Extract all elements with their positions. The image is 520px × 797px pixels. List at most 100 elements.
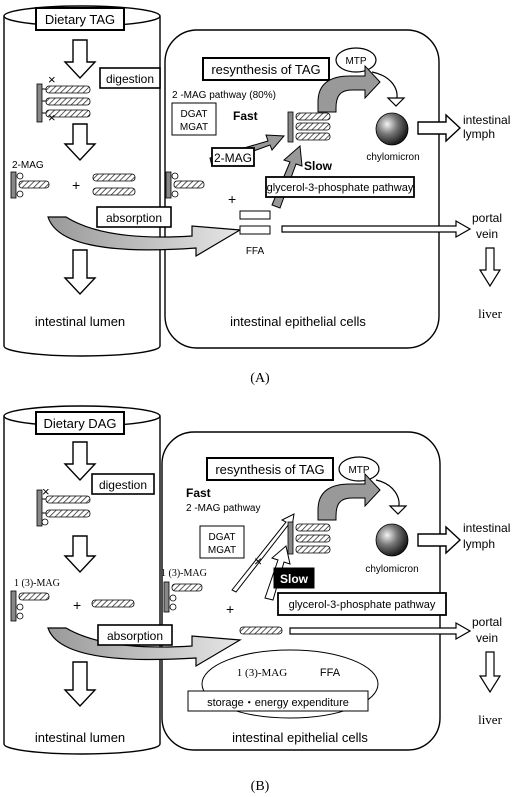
glycerol-pathway-box-b [277, 592, 447, 616]
fast-label-b: Fast [186, 486, 211, 500]
portal-arrow-b [289, 621, 472, 641]
absorption-arrow-b [47, 627, 242, 668]
mag-molecule-lumen-a [10, 171, 50, 199]
absorption-label-b: absorption [107, 629, 163, 643]
dietary-tag-box [35, 7, 125, 31]
pathway-2mag-label-a: 2 -MAG pathway (80%) [172, 90, 276, 101]
caption-a: (A) [250, 371, 270, 386]
ffa-label-a: FFA [246, 246, 265, 257]
mgat-label-a: MGAT [180, 122, 208, 133]
glycerol-pathway-box-a [265, 176, 415, 198]
mag-label-cell-b: 1 (3)-MAG [161, 568, 207, 579]
ffa-molecule-cell-b [239, 626, 283, 635]
mtp-ellipse-b [338, 456, 380, 482]
dag-molecule-lumen: × [36, 484, 91, 527]
tag-molecule-lumen: × × [36, 72, 91, 125]
mag-box-label-a: 2-MAG [214, 151, 252, 165]
lymph-label-b-2: lymph [463, 537, 495, 551]
lymph-arrow-b [417, 525, 462, 555]
dietary-dag-label: Dietary DAG [44, 416, 117, 431]
mtp-label-b: MTP [348, 465, 369, 476]
lymph-label-a-1: intestinal [463, 113, 510, 127]
panel-a: Dietary TAG × × digestion 2-MAG + [3, 5, 510, 386]
mag-molecule-lumen-b [10, 590, 50, 622]
resynthesis-label-b: resynthesis of TAG [215, 462, 324, 477]
digestion-box-a [99, 67, 161, 89]
plus-sign-cell-a: + [228, 191, 236, 207]
cleavage-mark-2: × [48, 110, 56, 125]
blocked-arrow-b [231, 513, 295, 593]
lymph-arrow-a [417, 113, 462, 143]
chylomicron-label-b: chylomicron [365, 564, 418, 575]
block-mark-b: × [254, 553, 262, 569]
chylomicron-sphere-b [375, 523, 409, 557]
mag-label-lumen-b: 1 (3)-MAG [14, 578, 60, 589]
portal-label-a-2: vein [476, 227, 498, 241]
cleavage-mark-b: × [42, 484, 50, 499]
ffa-molecule-lumen-b [91, 599, 135, 608]
portal-arrow-a [281, 219, 472, 239]
resynthesis-curved-arrow-a [317, 64, 381, 113]
digestion-box-b [91, 473, 155, 495]
liver-label-b: liver [478, 712, 502, 727]
resynthesis-box-b [206, 457, 334, 481]
down-arrow-3 [63, 249, 97, 296]
resynthesis-label-a: resynthesis of TAG [211, 62, 320, 77]
storage-box-b [187, 690, 369, 712]
mtp-arrowhead-a [386, 97, 406, 107]
mtp-label-a: MTP [345, 56, 366, 67]
liver-arrow-b [478, 651, 502, 694]
dgat-mgat-box-b [199, 525, 245, 559]
down-arrow-b-2 [63, 535, 97, 574]
caption-b: (B) [251, 779, 270, 794]
slow-label-b: Slow [280, 572, 309, 586]
absorption-box-b [97, 624, 173, 646]
absorption-box-a [96, 206, 172, 228]
down-arrow-b-1 [63, 441, 97, 482]
ffa-molecules-lumen-a [92, 173, 136, 196]
tag-molecule-cell-b [287, 521, 331, 555]
cleavage-mark-1: × [48, 72, 56, 87]
slow-box-b [273, 567, 315, 589]
tag-molecule-cell-a [287, 111, 331, 143]
dgat-label-a: DGAT [180, 109, 207, 120]
plus-sign-cell-b: + [226, 601, 234, 617]
down-arrow-2 [63, 123, 97, 162]
ffa-molecules-cell-a [239, 210, 271, 235]
mag-molecule-cell-a [165, 171, 205, 199]
ellipse-ffa-label-b: FFA [320, 667, 341, 679]
lumen-label-b: intestinal lumen [35, 730, 125, 745]
glycerol-pathway-label-a: glycerol-3-phosphate pathway [267, 182, 414, 194]
slow-label-a: Slow [304, 159, 333, 173]
mgat-label-b: MGAT [208, 545, 236, 556]
dietary-dag-box [35, 411, 125, 435]
portal-label-b-1: portal [472, 615, 502, 629]
epithelial-label-a: intestinal epithelial cells [230, 314, 366, 329]
down-arrow-1 [63, 39, 97, 80]
storage-label-b: storage・energy expenditure [207, 697, 349, 709]
fast-label-a: Fast [233, 109, 258, 123]
pathway-2mag-label-b: 2 -MAG pathway [186, 503, 260, 514]
portal-label-a-1: portal [472, 211, 502, 225]
mtp-ellipse-a [335, 47, 377, 73]
ellipse-mag-label-b: 1 (3)-MAG [237, 667, 287, 679]
mag-box-a [211, 147, 255, 167]
plus-sign-lumen-a: + [72, 177, 80, 193]
dietary-tag-label: Dietary TAG [45, 12, 115, 27]
epithelial-label-b: intestinal epithelial cells [232, 730, 368, 745]
panel-b: Dietary DAG × digestion 1 (3)-MAG + [3, 405, 510, 794]
chylomicron-label-a: chylomicron [366, 152, 419, 163]
plus-sign-lumen-b: + [73, 597, 81, 613]
chylomicron-sphere-a [375, 112, 409, 146]
mag-label-lumen-a: 2-MAG [12, 160, 44, 171]
dgat-mgat-box-a [171, 102, 217, 136]
lymph-label-b-1: intestinal [463, 521, 510, 535]
mtp-arrowhead-b [388, 505, 408, 515]
down-arrow-b-3 [63, 661, 97, 708]
portal-label-b-2: vein [476, 631, 498, 645]
absorption-label-a: absorption [106, 211, 162, 225]
resynthesis-box-a [202, 57, 330, 81]
digestion-label-b: digestion [99, 478, 147, 492]
lumen-label-a: intestinal lumen [35, 314, 125, 329]
dgat-label-b: DGAT [208, 532, 235, 543]
